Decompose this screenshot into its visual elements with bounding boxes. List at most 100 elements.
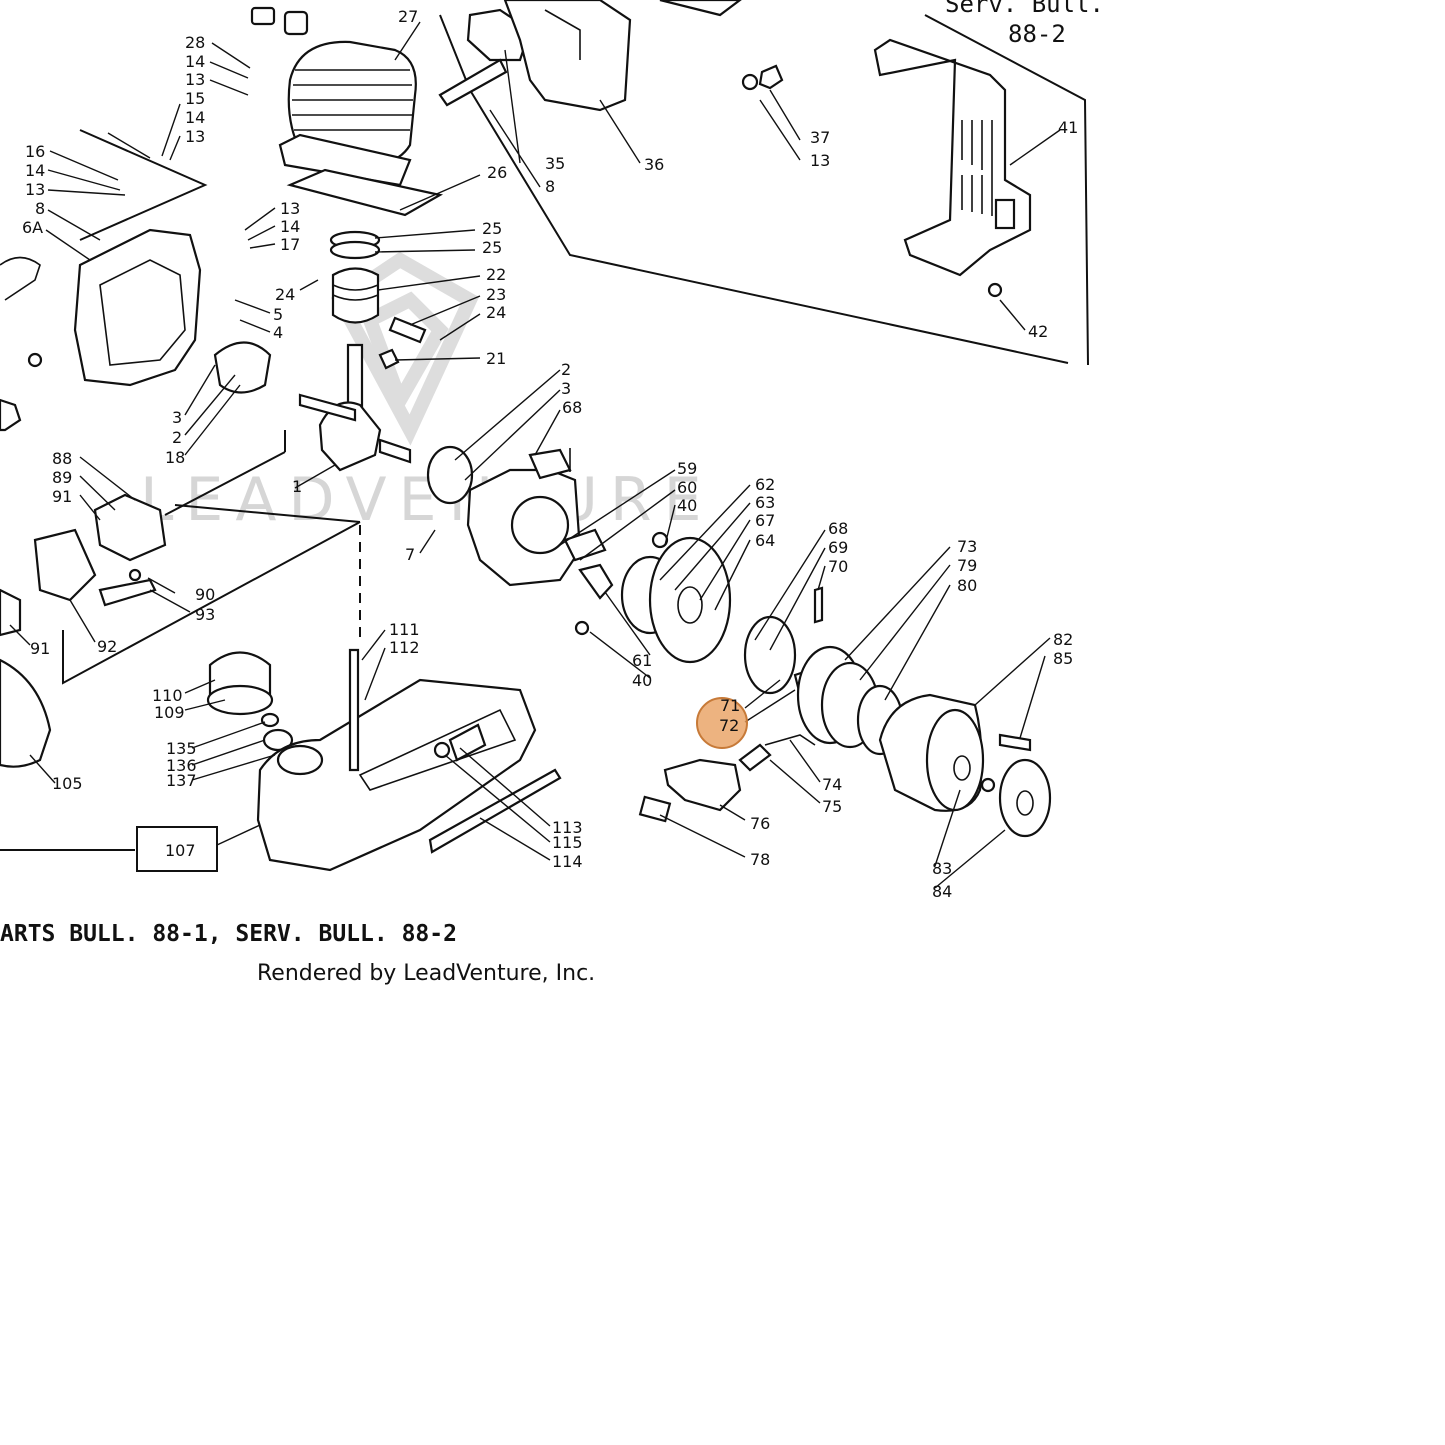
muffler-part bbox=[438, 0, 784, 112]
part-label-107-boxed: 107 bbox=[165, 841, 196, 860]
part-label-6A: 6A bbox=[22, 218, 43, 237]
part-label-28: 28 bbox=[185, 33, 205, 52]
part-label-93: 93 bbox=[195, 605, 215, 624]
part-label-2: 2 bbox=[172, 428, 182, 447]
cylinder-part bbox=[250, 6, 444, 217]
part-label-24: 24 bbox=[486, 303, 506, 322]
part-label-3: 3 bbox=[561, 379, 571, 398]
part-label-74: 74 bbox=[822, 775, 842, 794]
piston-crank-part bbox=[213, 230, 427, 472]
part-label-14: 14 bbox=[185, 52, 205, 71]
part-label-69: 69 bbox=[828, 538, 848, 557]
part-label-2: 2 bbox=[561, 360, 571, 379]
part-label-14: 14 bbox=[280, 217, 300, 236]
part-label-26: 26 bbox=[487, 163, 507, 182]
part-label-16: 16 bbox=[25, 142, 45, 161]
part-label-73: 73 bbox=[957, 537, 977, 556]
part-label-64: 64 bbox=[755, 531, 775, 550]
part-label-76: 76 bbox=[750, 814, 770, 833]
starter-housing-part bbox=[738, 693, 1052, 838]
part-label-80: 80 bbox=[957, 576, 977, 595]
part-label-25: 25 bbox=[482, 219, 502, 238]
part-label-136: 136 bbox=[166, 756, 197, 775]
part-label-41: 41 bbox=[1058, 118, 1078, 137]
part-label-75: 75 bbox=[822, 797, 842, 816]
handle-part bbox=[638, 758, 742, 823]
part-label-88: 88 bbox=[52, 449, 72, 468]
part-label-90: 90 bbox=[195, 585, 215, 604]
part-label-84: 84 bbox=[932, 882, 952, 901]
part-label-78: 78 bbox=[750, 850, 770, 869]
part-label-24: 24 bbox=[275, 285, 295, 304]
part-label-85: 85 bbox=[1053, 649, 1073, 668]
watermark-text: LEADVENTURE bbox=[140, 465, 714, 535]
part-label-14: 14 bbox=[185, 108, 205, 127]
flywheel-clutch-part bbox=[574, 531, 904, 756]
rendered-by-credit: Rendered by LeadVenture, Inc. bbox=[257, 961, 595, 986]
part-label-89: 89 bbox=[52, 468, 72, 487]
header-line-1: Serv. Bull. bbox=[945, 0, 1104, 18]
part-label-63: 63 bbox=[755, 493, 775, 512]
part-label-71: 71 bbox=[720, 696, 740, 715]
part-label-91: 91 bbox=[30, 639, 50, 658]
part-label-3: 3 bbox=[172, 408, 182, 427]
part-label-5: 5 bbox=[273, 305, 283, 324]
part-label-83: 83 bbox=[932, 859, 952, 878]
part-label-115: 115 bbox=[552, 833, 583, 852]
part-label-13: 13 bbox=[810, 151, 830, 170]
part-label-62: 62 bbox=[755, 475, 775, 494]
part-label-109: 109 bbox=[154, 703, 185, 722]
part-label-14: 14 bbox=[25, 161, 45, 180]
part-label-40: 40 bbox=[632, 671, 652, 690]
part-label-42: 42 bbox=[1028, 322, 1048, 341]
part-label-27: 27 bbox=[398, 7, 418, 26]
part-label-13: 13 bbox=[25, 180, 45, 199]
part-label-22: 22 bbox=[486, 265, 506, 284]
header-line-2: 88-2 bbox=[1008, 20, 1066, 48]
assembly-frame-lines bbox=[0, 14, 1089, 872]
leader-lines bbox=[9, 21, 1061, 889]
part-label-92: 92 bbox=[97, 637, 117, 656]
bulletin-reference: ARTS BULL. 88-1, SERV. BULL. 88-2 bbox=[0, 921, 457, 947]
carburetor-part bbox=[0, 493, 167, 637]
part-label-105: 105 bbox=[52, 774, 83, 793]
part-label-72: 72 bbox=[719, 716, 739, 735]
part-label-59: 59 bbox=[677, 459, 697, 478]
part-label-79: 79 bbox=[957, 556, 977, 575]
part-label-23: 23 bbox=[486, 285, 506, 304]
part-label-8: 8 bbox=[545, 177, 555, 196]
part-label-17: 17 bbox=[280, 235, 300, 254]
part-label-110: 110 bbox=[152, 686, 183, 705]
part-label-111: 111 bbox=[389, 620, 420, 639]
part-label-36: 36 bbox=[644, 155, 664, 174]
part-label-67: 67 bbox=[755, 511, 775, 530]
part-label-13: 13 bbox=[185, 70, 205, 89]
highlight-marker bbox=[696, 697, 748, 749]
fuel-tank-part bbox=[0, 648, 562, 872]
part-label-137: 137 bbox=[166, 771, 197, 790]
part-label-37: 37 bbox=[810, 128, 830, 147]
part-label-113: 113 bbox=[552, 818, 583, 837]
part-label-61: 61 bbox=[632, 651, 652, 670]
part-label-4: 4 bbox=[273, 323, 283, 342]
crankcase-right-part bbox=[426, 445, 607, 587]
part-label-35: 35 bbox=[545, 154, 565, 173]
part-label-1: 1 bbox=[292, 477, 302, 496]
part-label-13: 13 bbox=[185, 127, 205, 146]
part-label-135: 135 bbox=[166, 739, 197, 758]
part-label-68: 68 bbox=[828, 519, 848, 538]
part-label-25: 25 bbox=[482, 238, 502, 257]
part-label-18: 18 bbox=[165, 448, 185, 467]
part-label-40: 40 bbox=[677, 496, 697, 515]
part-label-91: 91 bbox=[52, 487, 72, 506]
part-label-15: 15 bbox=[185, 89, 205, 108]
part-label-82: 82 bbox=[1053, 630, 1073, 649]
part-label-13: 13 bbox=[280, 199, 300, 218]
part-number-labels: 28141315141316141386A2735836371341422613… bbox=[22, 7, 1078, 901]
part-label-21: 21 bbox=[486, 349, 506, 368]
crankcase-left-part bbox=[0, 228, 202, 432]
part-label-112: 112 bbox=[389, 638, 420, 657]
part-label-70: 70 bbox=[828, 557, 848, 576]
part-label-68: 68 bbox=[562, 398, 582, 417]
